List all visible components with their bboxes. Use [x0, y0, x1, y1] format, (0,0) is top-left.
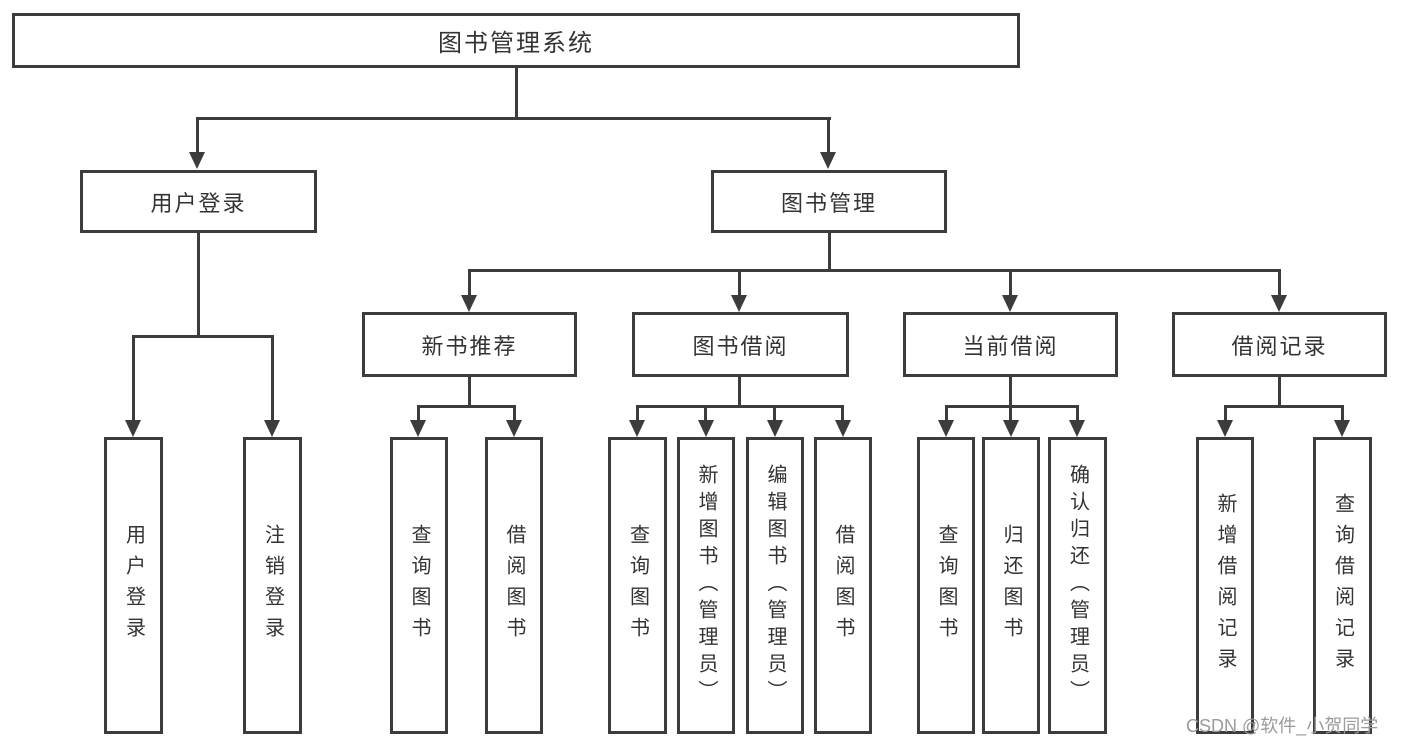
arrowhead-icon: [820, 152, 836, 169]
node-leaf-edit-book-label: 编辑图书（管理员）: [764, 464, 786, 707]
arrowhead-icon: [835, 420, 851, 437]
node-leaf-query-book-a: 查询图书: [390, 437, 448, 734]
connector-line: [1278, 377, 1281, 408]
node-borrow-record: 借阅记录: [1172, 312, 1387, 377]
node-leaf-user-login: 用户登录: [104, 437, 163, 734]
node-leaf-borrow-book-b-label: 借阅图书: [832, 523, 854, 648]
node-leaf-query-record-label: 查询借阅记录: [1331, 492, 1354, 679]
arrowhead-icon: [1002, 295, 1018, 312]
node-user-login: 用户登录: [80, 170, 317, 233]
arrowhead-icon: [189, 152, 205, 169]
node-leaf-user-login-label: 用户登录: [122, 523, 145, 648]
connector-line: [1009, 269, 1012, 299]
node-root-label: 图书管理系统: [438, 30, 594, 57]
node-leaf-return-book-label: 归还图书: [1000, 523, 1022, 648]
arrowhead-icon: [698, 420, 714, 437]
connector-line: [468, 269, 471, 299]
connector-line: [738, 377, 741, 408]
connector-line: [417, 405, 420, 425]
connector-line: [1341, 405, 1344, 425]
arrowhead-icon: [767, 420, 783, 437]
connector-line: [841, 405, 844, 425]
node-leaf-query-book-a-label: 查询图书: [408, 523, 430, 648]
arrowhead-icon: [125, 420, 141, 437]
connector-line: [1009, 377, 1012, 408]
node-current-borrow-label: 当前借阅: [962, 333, 1059, 359]
connector-line: [828, 233, 831, 272]
connector-line: [468, 269, 1281, 272]
node-leaf-query-book-b: 查询图书: [608, 437, 667, 734]
connector-line: [196, 117, 199, 157]
connector-line: [468, 377, 471, 408]
connector-line: [1076, 405, 1079, 425]
node-leaf-query-record: 查询借阅记录: [1313, 437, 1372, 734]
node-user-login-label: 用户登录: [150, 190, 247, 216]
node-leaf-query-book-b-label: 查询图书: [626, 523, 649, 648]
node-leaf-add-record: 新增借阅记录: [1196, 437, 1254, 734]
node-book-mgmt: 图书管理: [711, 170, 947, 233]
node-leaf-query-book-c: 查询图书: [917, 437, 975, 734]
connector-line: [132, 335, 135, 425]
node-leaf-borrow-book-b: 借阅图书: [814, 437, 872, 734]
connector-line: [773, 405, 776, 425]
connector-line: [704, 405, 707, 425]
connector-line: [1009, 405, 1012, 425]
node-leaf-confirm-return-label: 确认归还（管理员）: [1066, 464, 1089, 707]
node-leaf-add-book-label: 新增图书（管理员）: [695, 464, 717, 707]
connector-line: [827, 117, 830, 157]
node-borrow-record-label: 借阅记录: [1231, 333, 1328, 359]
connector-line: [271, 335, 274, 425]
node-new-book-rec: 新书推荐: [362, 312, 577, 377]
arrowhead-icon: [1334, 420, 1350, 437]
connector-line: [513, 405, 516, 425]
node-current-borrow: 当前借阅: [903, 312, 1118, 377]
node-leaf-edit-book: 编辑图书（管理员）: [746, 437, 804, 734]
node-book-mgmt-label: 图书管理: [780, 190, 877, 216]
arrowhead-icon: [506, 420, 522, 437]
node-root: 图书管理系统: [12, 13, 1020, 68]
node-leaf-add-record-label: 新增借阅记录: [1214, 492, 1236, 679]
connector-line: [945, 405, 948, 425]
watermark-text: CSDN @软件_小贺同学: [1186, 716, 1379, 736]
node-leaf-logout: 注销登录: [243, 437, 302, 734]
connector-line: [132, 335, 274, 338]
connector-line: [1224, 405, 1227, 425]
node-book-borrow-label: 图书借阅: [692, 333, 789, 359]
connector-line: [1224, 405, 1344, 408]
node-leaf-logout-label: 注销登录: [261, 523, 284, 648]
node-leaf-return-book: 归还图书: [982, 437, 1040, 734]
arrowhead-icon: [731, 295, 747, 312]
arrowhead-icon: [938, 420, 954, 437]
connector-line: [197, 233, 200, 337]
node-new-book-rec-label: 新书推荐: [421, 333, 518, 359]
node-leaf-borrow-book-a-label: 借阅图书: [503, 523, 525, 648]
connector-line: [417, 405, 516, 408]
arrowhead-icon: [1003, 420, 1019, 437]
connector-line: [515, 68, 518, 119]
node-leaf-query-book-c-label: 查询图书: [935, 523, 957, 648]
node-book-borrow: 图书借阅: [632, 312, 849, 377]
arrowhead-icon: [461, 295, 477, 312]
node-leaf-borrow-book-a: 借阅图书: [485, 437, 543, 734]
node-leaf-confirm-return: 确认归还（管理员）: [1048, 437, 1107, 734]
arrowhead-icon: [1217, 420, 1233, 437]
arrowhead-icon: [629, 420, 645, 437]
arrowhead-icon: [410, 420, 426, 437]
connector-line: [196, 117, 831, 120]
connector-line: [738, 269, 741, 299]
connector-line: [1278, 269, 1281, 299]
arrowhead-icon: [1069, 420, 1085, 437]
connector-line: [636, 405, 639, 425]
node-leaf-add-book: 新增图书（管理员）: [677, 437, 735, 734]
connector-line: [945, 405, 1079, 408]
arrowhead-icon: [1271, 295, 1287, 312]
arrowhead-icon: [264, 420, 280, 437]
connector-line: [636, 405, 844, 408]
